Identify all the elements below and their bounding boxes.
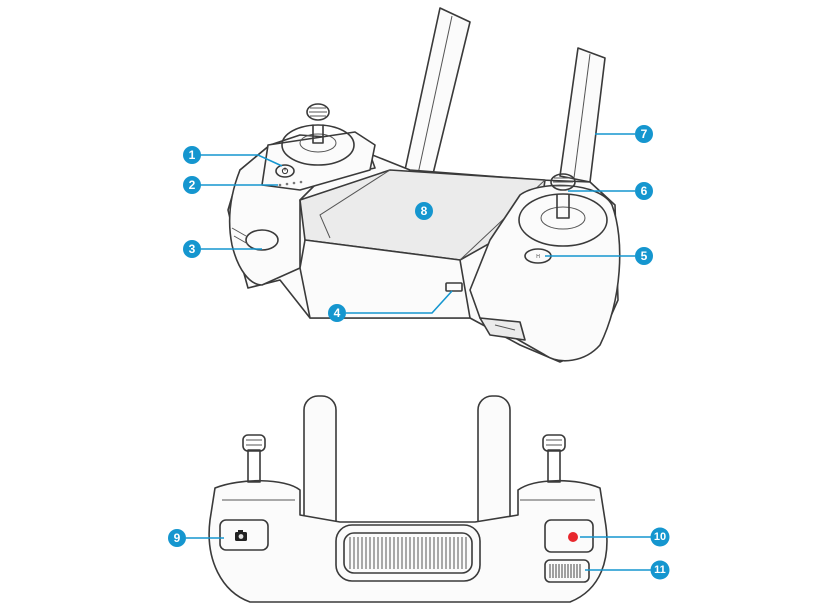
callout-1: 1 xyxy=(183,146,201,164)
right-antenna xyxy=(559,47,606,183)
callout-10-label: 10 xyxy=(654,531,666,543)
top-view-controller: H xyxy=(227,7,621,363)
gimbal-dial[interactable] xyxy=(544,559,590,583)
power-icon xyxy=(281,167,289,175)
callout-2: 2 xyxy=(183,176,201,194)
callout-8-label: 8 xyxy=(421,204,428,218)
callout-11: 11 xyxy=(650,560,670,580)
control-stick-storage-slot xyxy=(231,227,279,251)
callout-9-label: 9 xyxy=(174,531,181,545)
camera-icon xyxy=(235,530,247,541)
callout-3-label: 3 xyxy=(189,242,196,256)
callout-4-label: 4 xyxy=(334,306,341,320)
left-antenna xyxy=(404,7,471,179)
usb-port xyxy=(445,282,463,292)
record-dot-icon xyxy=(568,532,578,542)
rth-button-glyph: H xyxy=(536,254,540,260)
callout-5-label: 5 xyxy=(641,249,648,263)
callout-10: 10 xyxy=(650,527,670,547)
bottom-left-stick xyxy=(242,434,266,483)
callout-9: 9 xyxy=(168,529,186,547)
callout-6: 6 xyxy=(635,182,653,200)
callout-5: 5 xyxy=(635,247,653,265)
record-button[interactable] xyxy=(544,519,594,553)
left-control-stick[interactable] xyxy=(281,103,355,166)
right-control-stick[interactable] xyxy=(518,173,608,247)
callouts: 1 2 3 4 5 6 xyxy=(168,125,670,580)
callout-1-label: 1 xyxy=(189,148,196,162)
bottom-right-stick xyxy=(542,434,566,483)
callout-7-label: 7 xyxy=(641,127,648,141)
callout-7: 7 xyxy=(635,125,653,143)
speaker-grille xyxy=(335,524,481,582)
callout-8: 8 xyxy=(415,202,433,220)
callout-11-label: 11 xyxy=(654,564,666,576)
callout-4: 4 xyxy=(328,304,346,322)
photo-button[interactable] xyxy=(219,519,269,551)
bottom-view-controller xyxy=(208,395,608,603)
controller-body xyxy=(227,131,621,363)
battery-level-leds xyxy=(278,180,303,187)
callout-6-label: 6 xyxy=(641,184,648,198)
callout-3: 3 xyxy=(183,240,201,258)
callout-2-label: 2 xyxy=(189,178,196,192)
power-button[interactable] xyxy=(275,164,295,178)
